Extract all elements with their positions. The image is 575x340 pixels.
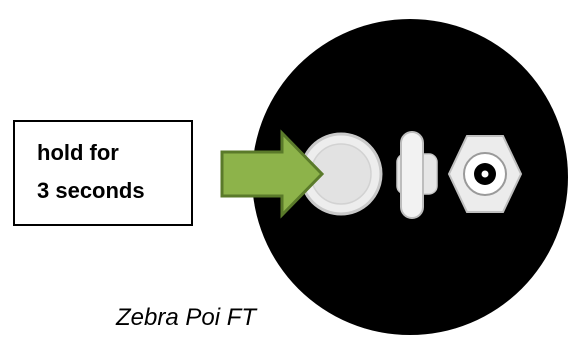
switch-icon — [396, 131, 438, 219]
callout-line-1: hold for — [37, 140, 119, 165]
arrow-right-icon — [220, 129, 325, 219]
callout-line-2: 3 seconds — [37, 178, 145, 203]
charging-port-icon — [447, 135, 523, 213]
device-caption: Zebra Poi FT — [116, 304, 257, 331]
power-button-icon — [299, 132, 383, 216]
callout-box: hold for 3 seconds — [13, 120, 193, 226]
